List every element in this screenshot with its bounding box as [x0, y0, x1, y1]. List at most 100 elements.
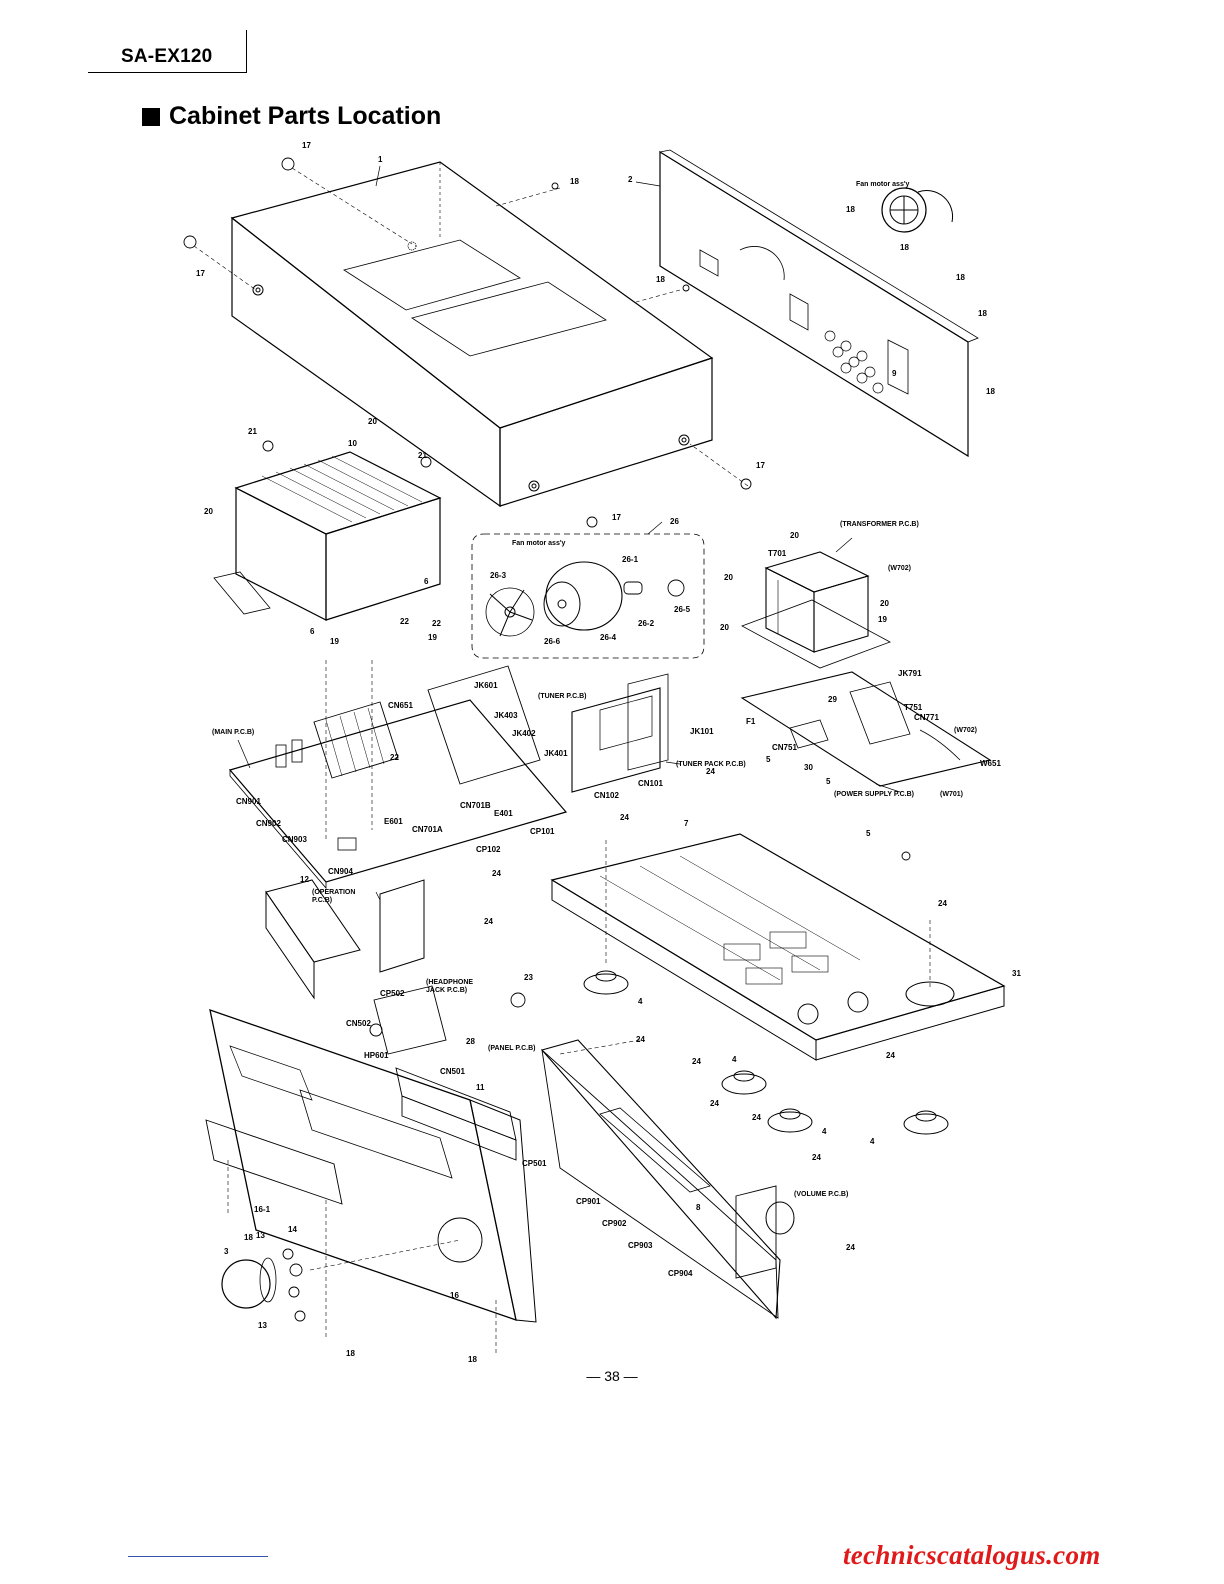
label-w702-top: (W702): [888, 565, 911, 572]
label-cp902: CP902: [602, 1219, 627, 1228]
part-4: 4: [822, 1127, 827, 1136]
part-24: 24: [752, 1113, 761, 1122]
part-20: 20: [368, 417, 377, 426]
part-17: 17: [196, 269, 205, 278]
part-20: 20: [880, 599, 889, 608]
part-19: 19: [330, 637, 339, 646]
label-w701: (W701): [940, 791, 963, 798]
label-operation-pcb-2: P.C.B): [312, 897, 332, 904]
part-23: 23: [524, 973, 533, 982]
part-20: 20: [724, 573, 733, 582]
label-cn901: CN901: [236, 797, 261, 806]
main-pcb: [228, 665, 568, 890]
assembly-lines: [193, 167, 931, 1356]
part-7: 7: [684, 819, 689, 828]
part-6: 6: [424, 577, 429, 586]
part-13: 13: [258, 1321, 267, 1330]
part-6: 6: [310, 627, 315, 636]
power-supply-pcb: [740, 671, 992, 787]
bottom-chassis: [550, 833, 1006, 1061]
screws: [183, 157, 911, 1322]
label-e601: E601: [384, 817, 403, 826]
part-19: 19: [428, 633, 437, 642]
part-18: 18: [900, 243, 909, 252]
label-cn501: CN501: [440, 1067, 465, 1076]
part-24: 24: [484, 917, 493, 926]
part-21: 21: [248, 427, 257, 436]
label-w651: W651: [980, 759, 1001, 768]
part-26-6: 26-6: [544, 637, 561, 646]
label-fan-motor-assy-top: Fan motor ass'y: [856, 181, 910, 188]
footer-rule: [128, 1556, 268, 1557]
part-26-1: 26-1: [622, 555, 639, 564]
part-8: 8: [696, 1203, 701, 1212]
front-panel: [205, 1009, 537, 1323]
label-cn502: CN502: [346, 1019, 371, 1028]
part-28: 28: [466, 1037, 475, 1046]
part-5: 5: [826, 777, 831, 786]
label-jk101: JK101: [690, 727, 714, 736]
part-24: 24: [812, 1153, 821, 1162]
part-24: 24: [636, 1035, 645, 1044]
part-18: 18: [846, 205, 855, 214]
label-cp102: CP102: [476, 845, 501, 854]
part-5: 5: [766, 755, 771, 764]
part-19: 19: [878, 615, 887, 624]
part-20: 20: [720, 623, 729, 632]
part-14: 14: [288, 1225, 297, 1234]
part-24: 24: [692, 1057, 701, 1066]
part-17: 17: [612, 513, 621, 522]
part-3: 3: [224, 1247, 229, 1256]
leader-lines: [237, 165, 901, 901]
label-cn751: CN751: [772, 743, 797, 752]
part-22: 22: [400, 617, 409, 626]
headphone-pcb: [369, 985, 447, 1055]
label-cn904: CN904: [328, 867, 353, 876]
part-4: 4: [638, 997, 643, 1006]
label-jk601: JK601: [474, 681, 498, 690]
model-number: SA-EX120: [121, 46, 213, 67]
label-panel-pcb: (PANEL P.C.B): [488, 1045, 535, 1052]
label-jk791: JK791: [898, 669, 922, 678]
part-12: 12: [300, 875, 309, 884]
label-cn101: CN101: [638, 779, 663, 788]
part-2: 2: [628, 175, 633, 184]
label-t751: T751: [904, 703, 923, 712]
part-17: 17: [756, 461, 765, 470]
part-9: 9: [892, 369, 897, 378]
part-24: 24: [620, 813, 629, 822]
part-18: 18: [468, 1355, 477, 1364]
tuner-pcb: [571, 673, 669, 793]
label-cp903: CP903: [628, 1241, 653, 1250]
part-13: 13: [256, 1231, 265, 1240]
part-18: 18: [656, 275, 665, 284]
display-holder: [395, 1067, 517, 1161]
part-24: 24: [846, 1243, 855, 1252]
label-cp904: CP904: [668, 1269, 693, 1278]
part-18: 18: [956, 273, 965, 282]
part-20: 20: [790, 531, 799, 540]
part-18: 18: [570, 177, 579, 186]
part-26-4: 26-4: [600, 633, 617, 642]
page-number: — 38 —: [586, 1368, 638, 1384]
heatsink: [213, 451, 442, 621]
operation-pcb-bracket: [265, 879, 425, 1000]
label-e401: E401: [494, 809, 513, 818]
part-24: 24: [710, 1099, 719, 1108]
part-26-5: 26-5: [674, 605, 691, 614]
label-fan-motor-assy: Fan motor ass'y: [512, 540, 566, 547]
page-header: SA-EX120: [88, 30, 247, 73]
label-main-pcb: (MAIN P.C.B): [212, 729, 254, 736]
watermark-link[interactable]: technicscatalogus.com: [843, 1540, 1101, 1570]
part-18: 18: [986, 387, 995, 396]
part-10: 10: [348, 439, 357, 448]
part-20: 20: [204, 507, 213, 516]
part-26-2: 26-2: [638, 619, 655, 628]
volume-pcb: [735, 1185, 795, 1279]
part-4: 4: [870, 1137, 875, 1146]
section-title-text: Cabinet Parts Location: [169, 102, 442, 130]
label-cn902: CN902: [256, 819, 281, 828]
part-26: 26: [670, 517, 679, 526]
label-cn102: CN102: [594, 791, 619, 800]
